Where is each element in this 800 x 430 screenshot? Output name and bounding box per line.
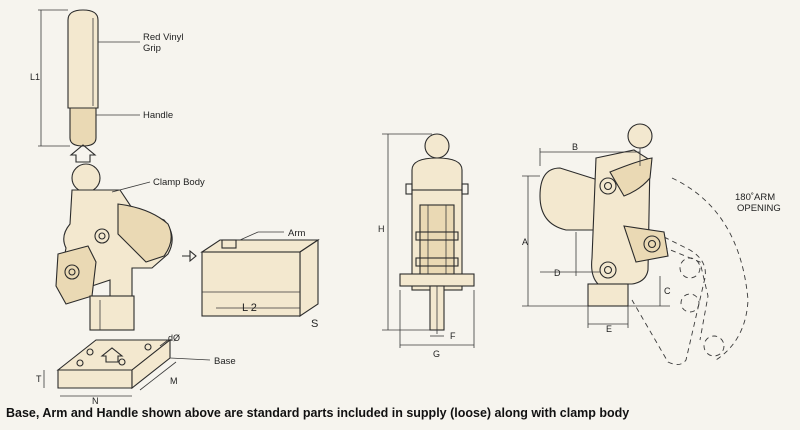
l1-label: L1 [30, 72, 40, 82]
t-label: T [36, 374, 42, 384]
base-part [56, 338, 172, 390]
grip-label-group: Red Vinyl Grip Handle [96, 32, 184, 121]
h-label: H [378, 224, 385, 234]
front-view [399, 133, 475, 334]
c-label: C [664, 286, 671, 296]
d-label: dØ [168, 333, 180, 343]
front-view-dimensions: H F G [378, 133, 475, 359]
e-label: E [606, 324, 612, 334]
handle-label: Handle [143, 110, 173, 121]
m-label: M [170, 376, 178, 386]
a-label: A [522, 237, 528, 247]
l2-label: L 2 [242, 302, 257, 314]
arm-opening-line2: OPENING [737, 203, 781, 214]
arm-part [182, 238, 320, 318]
arm-opening-line1: 180˚ARM [735, 192, 775, 203]
dimension-l1: L1 [30, 9, 70, 147]
clamp-body-label: Clamp Body [153, 177, 205, 188]
b-label: B [572, 142, 578, 152]
caption: Base, Arm and Handle shown above are sta… [6, 406, 630, 420]
clamp-body-label-group: Clamp Body [111, 177, 205, 193]
side-view-dimensions: B A D E C 180˚ARM OPENING [522, 142, 781, 334]
base-dimensions: dØ Base T N M [36, 333, 236, 406]
side-view [539, 123, 749, 365]
grip-label-line1: Red Vinyl [143, 32, 184, 43]
base-label: Base [214, 356, 236, 367]
arm-label: Arm [288, 228, 306, 239]
clamp-body-part [55, 163, 173, 331]
d-side-label: D [554, 268, 561, 278]
arm-dimensions: Arm L 2 S [239, 228, 318, 330]
g-label: G [433, 349, 440, 359]
f-label: F [450, 331, 456, 341]
grip-label-line2: Grip [143, 43, 161, 54]
n-label: N [92, 396, 99, 406]
s-label: S [311, 318, 318, 330]
handle-grip-part [67, 9, 99, 163]
